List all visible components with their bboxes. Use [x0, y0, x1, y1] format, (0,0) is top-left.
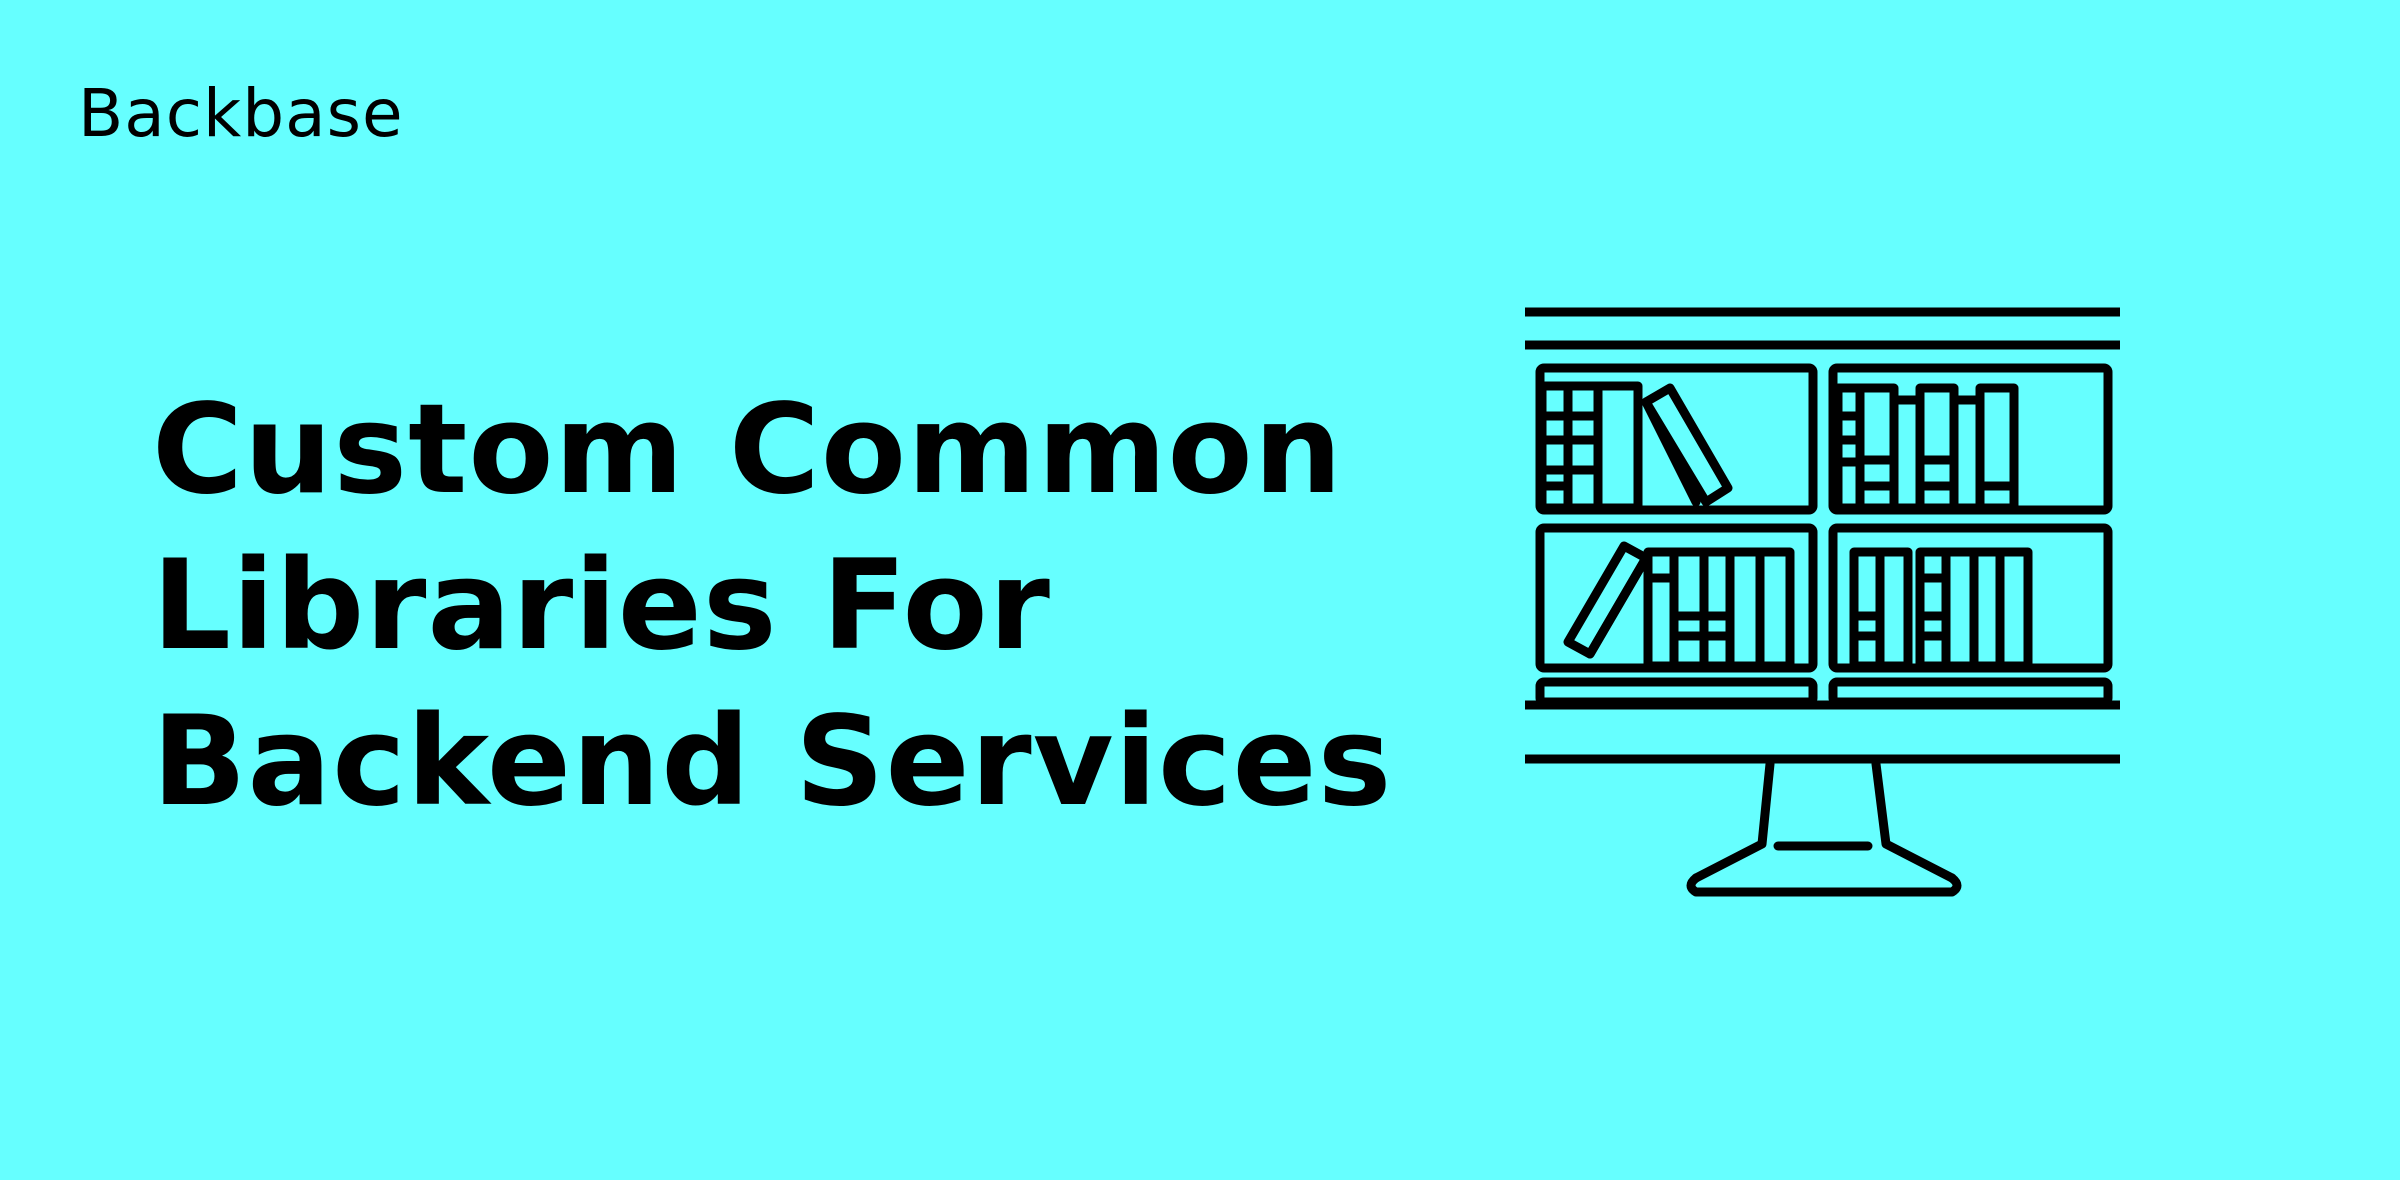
headline-line-2: Libraries For [152, 534, 1051, 678]
headline: Custom Common Libraries For Backend Serv… [152, 372, 1432, 840]
headline-line-3: Backend Services [152, 690, 1393, 834]
monitor-bookshelf-icon [1525, 307, 2120, 897]
brand-logo: Backbase [78, 64, 404, 164]
brand-logo-text: Backbase [78, 75, 404, 152]
headline-line-1: Custom Common [152, 378, 1343, 522]
